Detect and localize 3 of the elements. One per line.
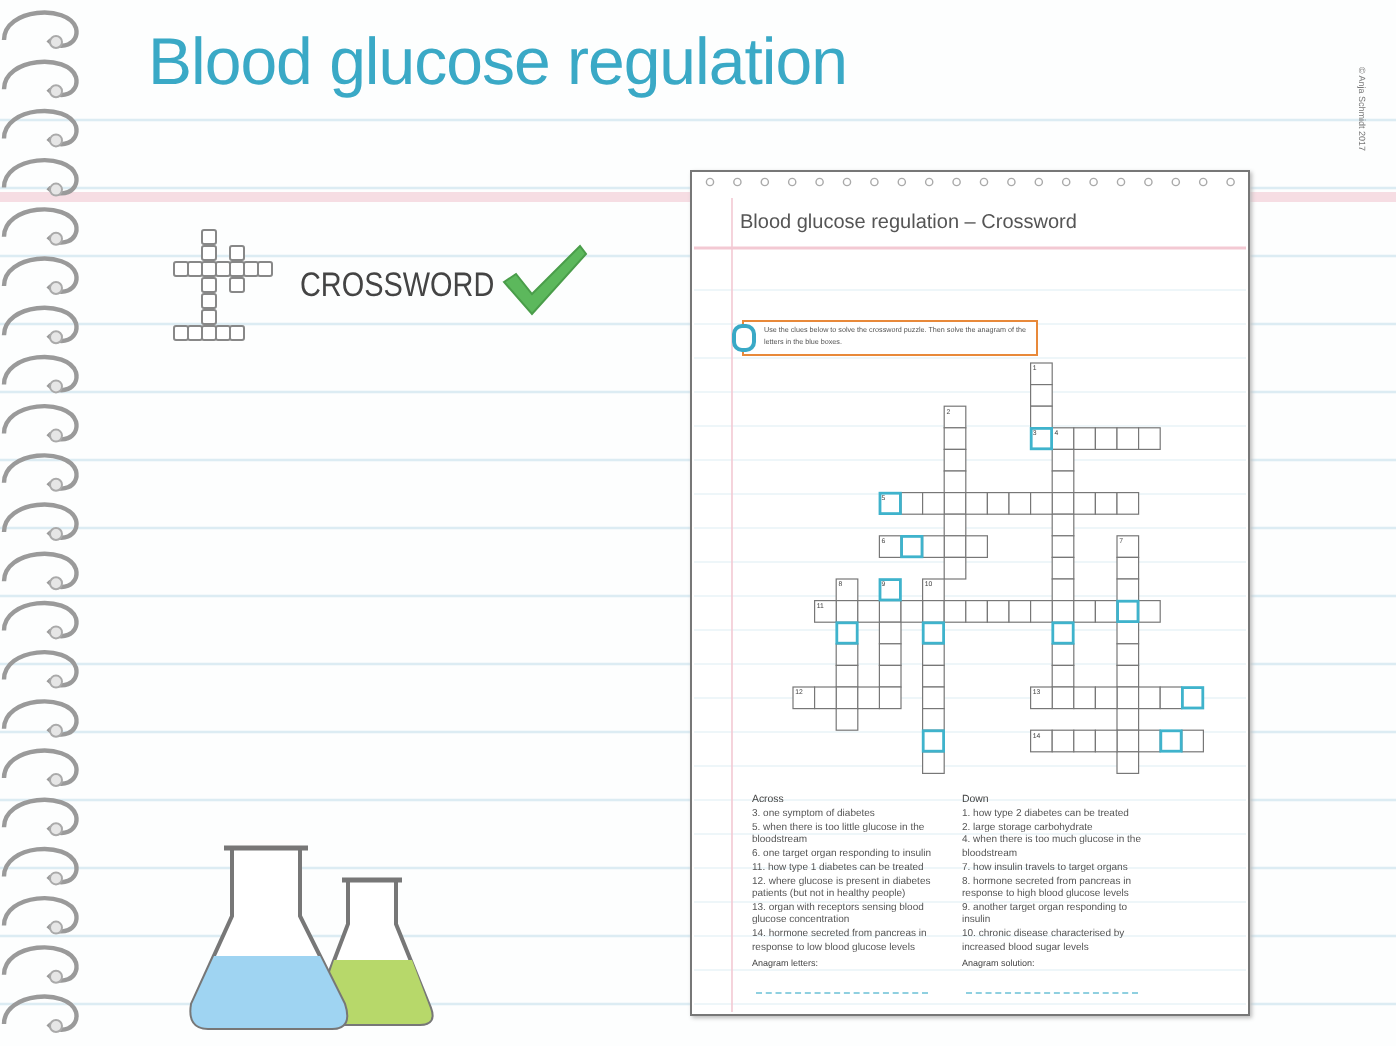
worksheet-title: Blood glucose regulation – Crossword bbox=[740, 212, 1077, 234]
heading-text: CROSSWORD bbox=[300, 266, 495, 306]
title: Blood glucose regulation bbox=[148, 24, 847, 100]
